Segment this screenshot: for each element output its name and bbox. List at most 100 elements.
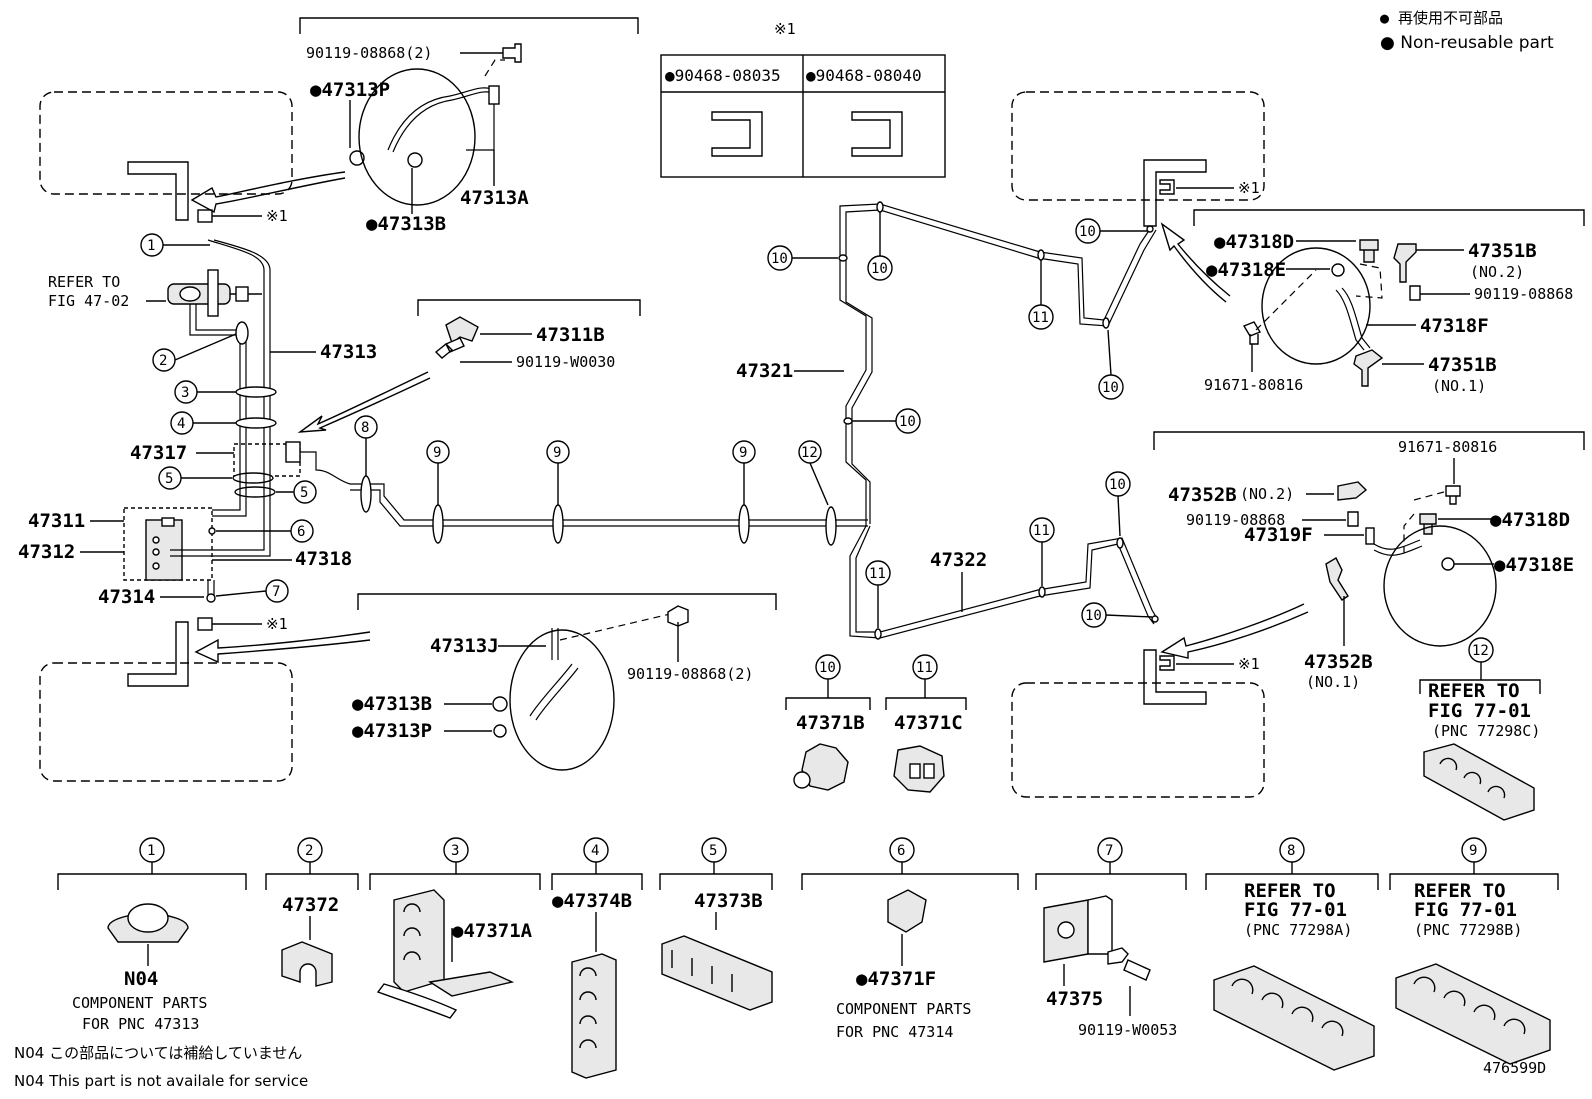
no2-bot: (NO.2): [1240, 485, 1294, 503]
master-cylinder-port: [167, 269, 262, 317]
arrow-to-body: [1160, 603, 1309, 659]
arrow-to-union: [297, 371, 431, 433]
union-fitting: [285, 441, 301, 463]
bottom-part-2: 2 47372: [265, 837, 359, 987]
refer-9-line1: REFER TO: [1414, 880, 1506, 902]
legend-en: ● Non-reusable part: [1380, 33, 1554, 53]
svg-text:10: 10: [771, 251, 788, 267]
nut-icon: [492, 696, 508, 712]
nut-icon: [493, 724, 507, 738]
svg-text:12: 12: [1472, 643, 1489, 659]
callout-2: 2: [152, 321, 249, 372]
body-outline-bottom-left: [39, 662, 293, 782]
clamp-47371F-icon: [887, 889, 927, 933]
clamp-77298A-icon: [1213, 965, 1375, 1071]
svg-text:5: 5: [165, 471, 173, 487]
svg-text:10: 10: [1102, 380, 1119, 396]
svg-text:9: 9: [1469, 843, 1477, 859]
nut-icon: [407, 152, 423, 168]
bottom-part-6: 6 ●47371F COMPONENT PARTS FOR PNC 47314: [801, 837, 1019, 1041]
refer-8-line1: REFER TO: [1244, 880, 1336, 902]
label-47375: 47375: [1046, 988, 1103, 1010]
label-47313B-top: ●47313B: [366, 213, 446, 235]
svg-text:8: 8: [361, 420, 369, 436]
bolt-icon: [502, 43, 522, 63]
brake-tube-stub: [127, 621, 189, 687]
label-47317: 47317: [130, 442, 187, 464]
bracket-47311B-icon: [445, 316, 479, 345]
u-clip-icon: [1159, 179, 1175, 195]
refer-47-02-line2: FIG 47-02: [48, 292, 129, 310]
callout-3: 3: [174, 380, 277, 404]
footnote-n04-en: N04 This part is not availale for servic…: [14, 1072, 308, 1090]
svg-text:8: 8: [1287, 843, 1295, 859]
clip-47372-icon: [281, 941, 333, 987]
brake-tube-47321: [839, 203, 1153, 520]
comp-47313-line2: FOR PNC 47313: [82, 1015, 199, 1033]
clamp-band-icon: [376, 983, 458, 1019]
label-90119-08868-r: 90119-08868: [1474, 285, 1573, 303]
refer-8-line3: (PNC 77298A): [1244, 921, 1352, 939]
tube-fitting: [1365, 527, 1375, 545]
no1-top: (NO.1): [1432, 377, 1486, 395]
svg-text:10: 10: [899, 414, 916, 430]
label-47313B-bot: ●47313B: [352, 693, 432, 715]
label-47321: 47321: [736, 360, 793, 382]
label-47352B-no2: 47352B: [1168, 484, 1237, 506]
bolt-icon: [1107, 947, 1151, 981]
label-47351B-bot: 47351B: [1428, 354, 1497, 376]
bottom-part-5: 5 47373B: [659, 837, 773, 1011]
nut-icon: [1331, 263, 1345, 277]
arrow-to-body: [194, 631, 371, 664]
label-47313A: 47313A: [460, 187, 529, 209]
callout-12-refer: 12 REFER TO FIG 77-01 (PNC 77298C): [1419, 637, 1541, 821]
label-47311B: 47311B: [536, 324, 605, 346]
label-47318D-top: ●47318D: [1214, 231, 1294, 253]
refer-8-line2: FIG 77-01: [1244, 899, 1347, 921]
svg-text:11: 11: [1033, 523, 1050, 539]
svg-text:12: 12: [801, 445, 818, 461]
tube-fitting: [488, 85, 500, 105]
callout-9b: 9: [546, 440, 570, 544]
bolt-icon: [1445, 485, 1461, 505]
u-clip-icon: [1159, 655, 1175, 671]
label-47311: 47311: [28, 510, 85, 532]
label-91671-80816-b: 91671-80816: [1398, 438, 1497, 456]
bracket-47351B-no2-icon: [1393, 243, 1417, 283]
clip-stub: [197, 617, 213, 631]
label-90119-W0053: 90119-W0053: [1078, 1021, 1177, 1039]
callout-12-main: 12: [798, 440, 837, 546]
label-90119-08868-2-bot: 90119-08868(2): [627, 665, 753, 683]
detail-circle: [1261, 247, 1371, 365]
label-47312: 47312: [18, 541, 75, 563]
callout-1: 1: [140, 233, 210, 257]
callout-10a: 10: [767, 245, 848, 271]
callout-10c: 10: [843, 408, 921, 434]
comp-47313-line1: COMPONENT PARTS: [72, 994, 207, 1012]
refer-12-line3: (PNC 77298C): [1432, 722, 1540, 740]
legend-jp: ● 再使用不可部品: [1380, 9, 1503, 27]
bracket-47352B-no1-icon: [1325, 557, 1349, 601]
no2-top: (NO.2): [1470, 263, 1524, 281]
callout-10-clamp: 10 47371B: [785, 654, 871, 791]
label-47371C: 47371C: [894, 712, 963, 734]
note-mark-1c: ※1: [1238, 179, 1260, 197]
label-47373B: 47373B: [694, 890, 763, 912]
svg-text:4: 4: [177, 416, 185, 432]
callout-6: 6: [208, 519, 314, 543]
svg-text:3: 3: [181, 385, 189, 401]
label-91671-80816-a: 91671-80816: [1204, 376, 1303, 394]
svg-text:10: 10: [1085, 608, 1102, 624]
comp-47314-line2: FOR PNC 47314: [836, 1023, 953, 1041]
label-90119-08868-r2: 90119-08868: [1186, 511, 1285, 529]
label-47352B-no1: 47352B: [1304, 651, 1373, 673]
label-47371B: 47371B: [796, 712, 865, 734]
bolt-icon: [434, 337, 465, 359]
clip-90468-08040: ●90468-08040: [806, 66, 922, 85]
clamp-47374B-icon: [571, 953, 617, 1079]
callout-10d: 10: [1098, 317, 1124, 400]
bolt-icon: [1242, 321, 1262, 345]
arrow-to-body: [1160, 222, 1231, 303]
figure-id: 476599D: [1483, 1059, 1546, 1077]
